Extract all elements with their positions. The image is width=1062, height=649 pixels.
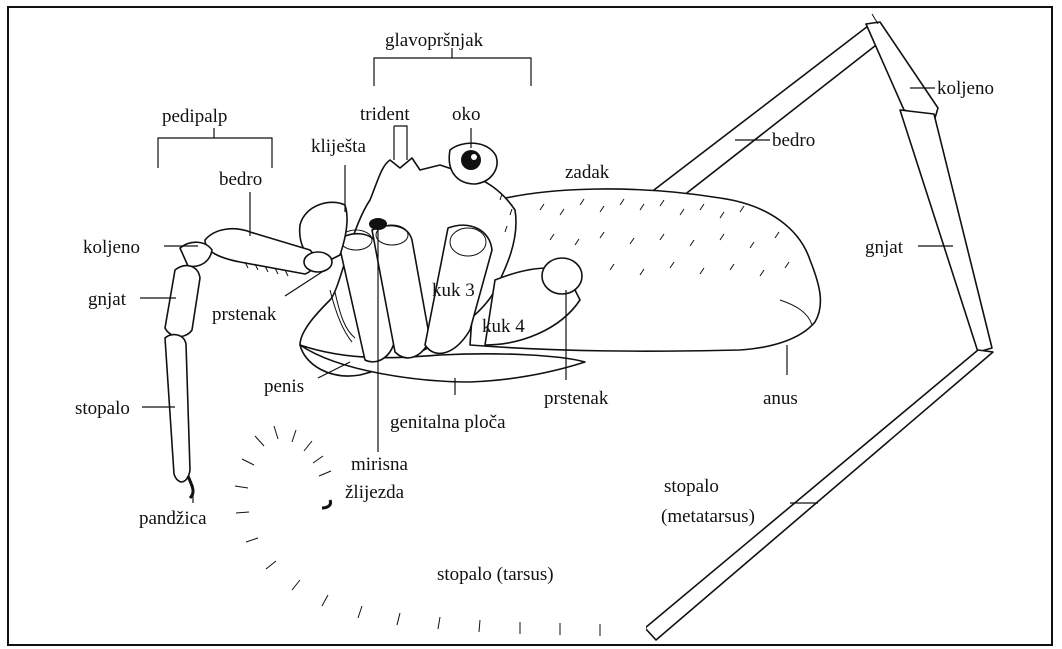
label-kuk4: kuk 4 — [482, 316, 525, 337]
label-zlijezda: žlijezda — [345, 482, 405, 503]
label-bedro-palp: bedro — [219, 169, 262, 190]
label-gnjat-leg: gnjat — [865, 237, 904, 258]
label-genitalna-ploca: genitalna ploča — [390, 412, 506, 433]
palp-claw — [188, 476, 193, 498]
label-stopalo-meta-2: (metatarsus) — [661, 506, 755, 527]
leg-patella — [866, 22, 938, 118]
label-trident: trident — [360, 104, 410, 125]
leg-trochanter — [542, 258, 582, 294]
label-prstenak-palp: prstenak — [212, 304, 277, 325]
palp-femur — [205, 229, 315, 274]
label-zadak: zadak — [565, 162, 610, 183]
label-pedipalp: pedipalp — [162, 106, 227, 127]
bracket-pedipalp — [158, 128, 272, 168]
leg-tibia — [900, 110, 992, 352]
palp-trochanter — [304, 252, 332, 272]
label-penis: penis — [264, 376, 304, 397]
scent-gland — [369, 218, 387, 230]
bracket-glavoprsnjak — [374, 48, 531, 86]
label-koljeno-leg: koljeno — [937, 78, 994, 99]
eye — [461, 150, 481, 170]
tarsus-claw — [322, 500, 331, 508]
leg-tarsus-outer — [238, 430, 646, 630]
label-mirisna: mirisna — [351, 454, 409, 475]
leg-tarsus-inner — [238, 430, 646, 630]
tarsus-segments — [235, 426, 600, 636]
label-klijesta: kliješta — [311, 136, 366, 157]
label-glavoprsnjak: glavopršnjak — [385, 30, 484, 51]
label-pandzica: pandžica — [139, 508, 207, 529]
label-gnjat-palp: gnjat — [88, 289, 127, 310]
palp-tarsus — [165, 335, 190, 482]
label-stopalo-tarsus: stopalo (tarsus) — [437, 564, 554, 585]
label-stopalo-palp: stopalo — [75, 398, 130, 419]
label-kuk3: kuk 3 — [432, 280, 475, 301]
label-bedro-leg: bedro — [772, 130, 815, 151]
palp-tibia — [165, 266, 200, 337]
label-prstenak-leg: prstenak — [544, 388, 609, 409]
bracket-trident — [394, 126, 407, 160]
label-koljeno-palp: koljeno — [83, 237, 140, 258]
eye-highlight — [471, 154, 477, 160]
label-anus: anus — [763, 388, 798, 409]
label-oko: oko — [452, 104, 481, 125]
label-stopalo-meta-1: stopalo — [664, 476, 719, 497]
